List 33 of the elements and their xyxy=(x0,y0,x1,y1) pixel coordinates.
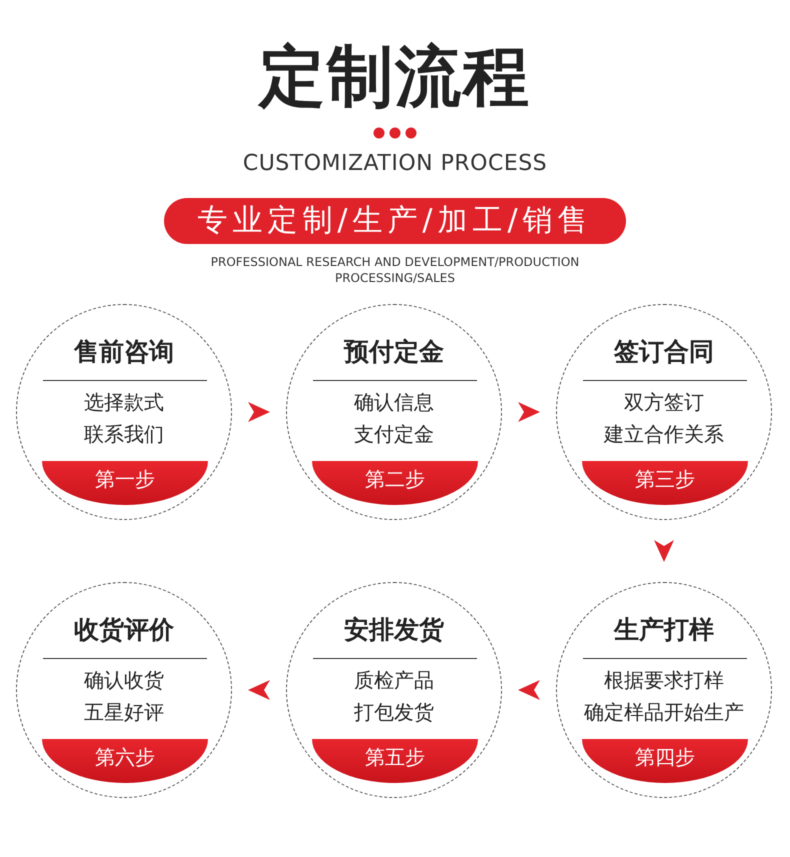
step-ribbon: 第三步 xyxy=(582,461,748,505)
step-ribbon: 第一步 xyxy=(42,461,208,505)
step-text: 打包发货 xyxy=(353,699,435,726)
step-text: 联系我们 xyxy=(83,421,165,448)
step-text: 支付定金 xyxy=(353,421,435,448)
arrow xyxy=(518,402,540,422)
step-text: 根据要求打样 xyxy=(603,667,725,694)
step-text: 选择款式 xyxy=(83,389,165,416)
step-heading: 安排发货 xyxy=(343,614,445,646)
arrow xyxy=(654,540,674,562)
step-text: 确认信息 xyxy=(353,389,435,416)
step-text: 五星好评 xyxy=(83,699,165,726)
subtitle: CUSTOMIZATION PROCESS xyxy=(242,151,548,176)
step-heading: 签订合同 xyxy=(613,336,715,368)
banner: 专业定制/生产/加工/销售 xyxy=(164,198,626,244)
step-heading: 售前咨询 xyxy=(72,336,175,368)
step-text: 质检产品 xyxy=(353,667,435,694)
step-heading: 收货评价 xyxy=(73,614,175,646)
arrow xyxy=(518,680,540,700)
step-text: 确认收货 xyxy=(83,667,165,694)
step-text: 建立合作关系 xyxy=(602,421,725,448)
step-ribbon: 第二步 xyxy=(312,461,478,505)
title: 定制流程 xyxy=(256,37,532,117)
step-ribbon: 第四步 xyxy=(582,739,748,783)
step-heading: 预付定金 xyxy=(342,336,445,368)
step-text: 确定样品开始生产 xyxy=(583,699,745,726)
arrow xyxy=(248,680,270,700)
step-ribbon: 第五步 xyxy=(312,739,478,783)
step-heading: 生产打样 xyxy=(612,614,715,646)
step-text: 双方签订 xyxy=(623,389,705,416)
caption: PROFESSIONAL RESEARCH AND DEVELOPMENT/PRODUCTION PROCESSING/SALES xyxy=(210,254,580,286)
step-ribbon: 第六步 xyxy=(42,739,208,783)
arrow xyxy=(248,402,270,422)
